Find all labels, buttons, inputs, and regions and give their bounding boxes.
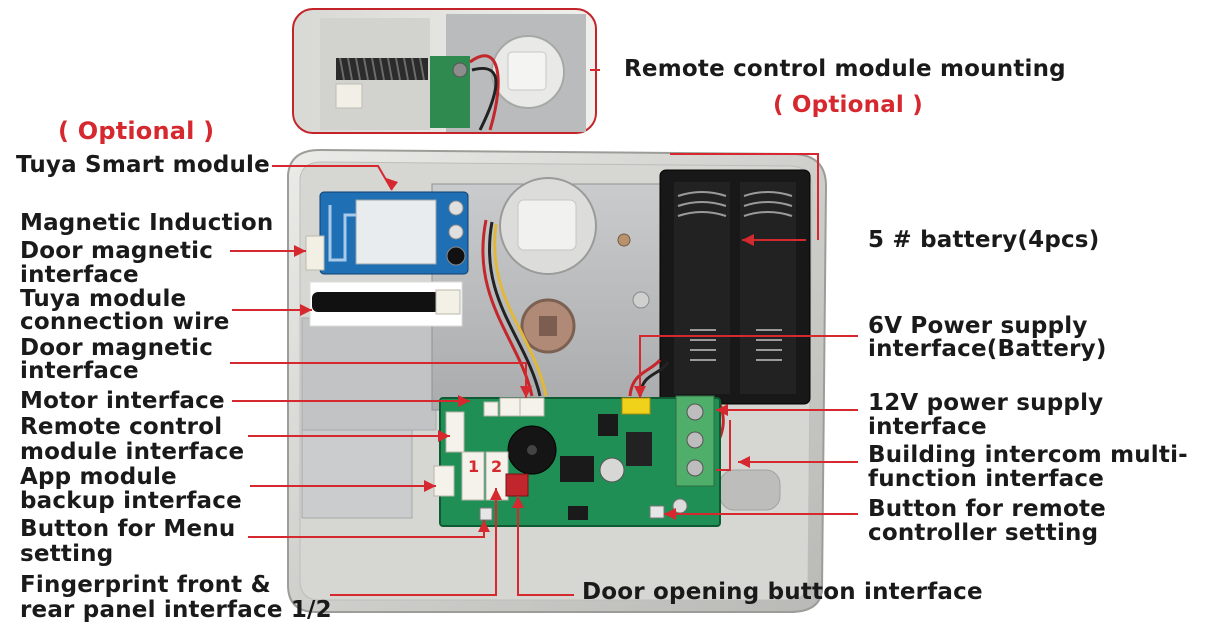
- battery-label: 5 # battery(4pcs): [868, 227, 1100, 253]
- fingerprint-label-2: rear panel interface 1/2: [20, 597, 332, 623]
- remote-mount-inset: [292, 8, 597, 134]
- door-open-button-label: Door opening button interface: [582, 579, 983, 605]
- motor-interface-label: Motor interface: [20, 388, 225, 414]
- controller-pcb: [433, 395, 721, 527]
- door-magnetic-label-2: interface: [20, 358, 139, 384]
- magnetic-induction-label-1: Magnetic Induction: [20, 210, 274, 236]
- port-1-marking: 1: [468, 457, 479, 476]
- remote-interface-label-2: module interface: [20, 439, 245, 465]
- menu-button-label-1: Button for Menu: [20, 516, 236, 542]
- leader-arrowheads: [294, 178, 754, 532]
- port-2-marking: 2: [491, 457, 502, 476]
- remote-interface-label-1: Remote control: [20, 414, 223, 440]
- tuya-wire-label-2: connection wire: [20, 309, 230, 335]
- door-magnetic-label-1: Door magnetic: [20, 335, 214, 361]
- power-6v-label-2: interface(Battery): [868, 336, 1107, 362]
- remote-button-label-1: Button for remote: [868, 496, 1106, 522]
- power-6v-label-1: 6V Power supply: [868, 313, 1088, 339]
- remote-button-label-2: controller setting: [868, 520, 1099, 546]
- intercom-label-1: Building intercom multi-: [868, 442, 1188, 468]
- tuya-module-board: [305, 191, 469, 275]
- tuya-module-label: Tuya Smart module: [16, 152, 270, 178]
- magnetic-induction-label-3: interface: [20, 262, 139, 288]
- motor-gear-plate: [431, 177, 663, 411]
- magnetic-induction-label-2: Door magnetic: [20, 238, 214, 264]
- antenna-spring: [336, 57, 428, 81]
- power-12v-label-2: interface: [868, 414, 987, 440]
- app-backup-label-2: backup interface: [20, 488, 242, 514]
- fingerprint-label-1: Fingerprint front &: [20, 572, 271, 598]
- tuya-optional: ( Optional ): [58, 117, 215, 145]
- app-backup-label-1: App module: [20, 464, 177, 490]
- menu-button-label-2: setting: [20, 541, 114, 567]
- remote-mount-optional: ( Optional ): [773, 92, 923, 118]
- tuya-wire-label-1: Tuya module: [20, 286, 187, 312]
- remote-mount-title: Remote control module mounting: [624, 56, 1066, 82]
- intercom-label-2: function interface: [868, 466, 1105, 492]
- tuya-connection-wire: [309, 281, 463, 327]
- power-12v-label-1: 12V power supply: [868, 390, 1104, 416]
